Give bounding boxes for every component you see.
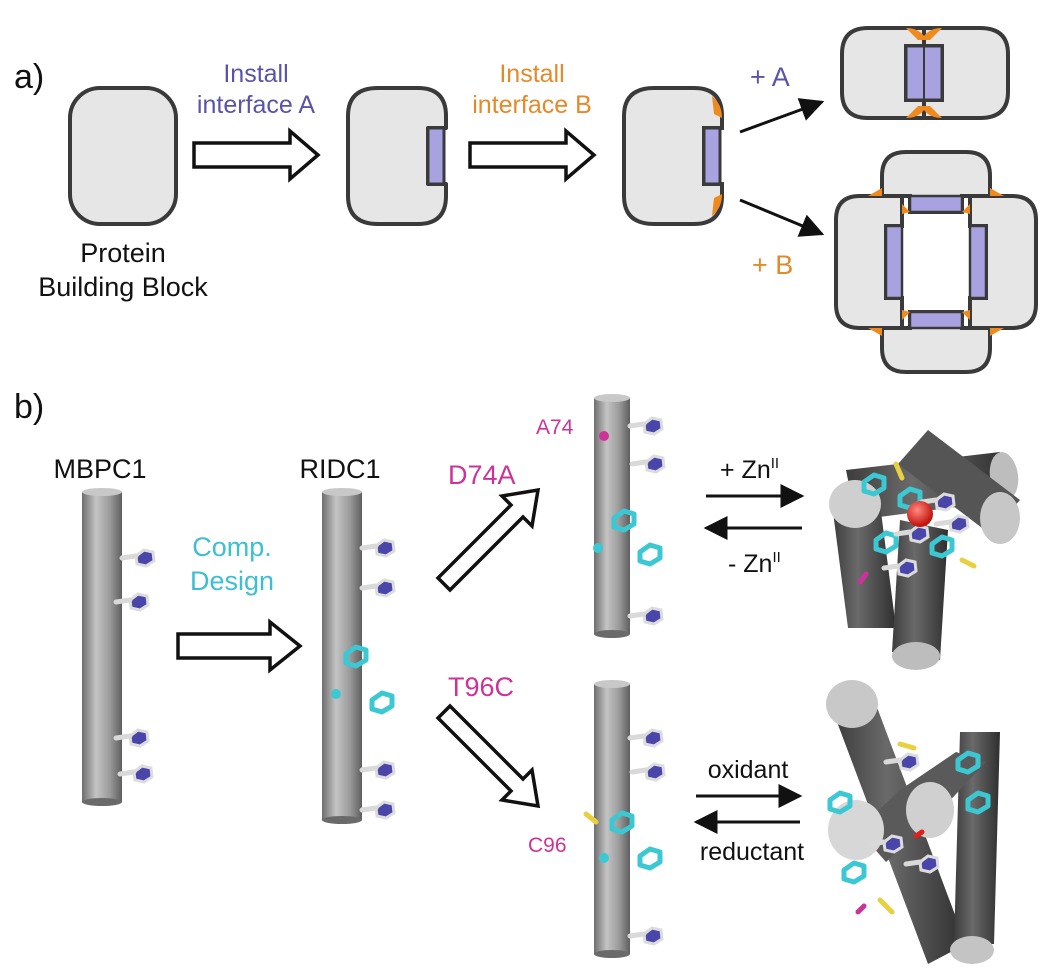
- zn-superscript: II: [771, 455, 779, 472]
- interface-b-patch: [906, 106, 942, 118]
- step1-label-line1: Install: [223, 60, 288, 88]
- block-with-interface-a: [346, 86, 448, 226]
- interface-a-patch: [426, 126, 446, 186]
- panel-b: b) MBPC1 Comp. Design RIDC1: [14, 388, 1020, 964]
- panel-a: a) Protein Building Block Install interf…: [14, 26, 1038, 374]
- panel-a-label: a): [14, 58, 44, 96]
- zinc-tetramer-bundle: [829, 430, 1020, 670]
- interface-b-patch: [712, 194, 722, 216]
- interface-b-patch: [990, 188, 1004, 196]
- panel-b-label: b): [14, 388, 44, 426]
- interface-b-patch: [902, 310, 910, 320]
- building-block-label-line2: Building Block: [38, 272, 208, 302]
- histidine-residue-icon: [632, 764, 664, 780]
- water-sphere: [331, 689, 341, 699]
- interface-b-patch: [962, 204, 970, 214]
- ridc1-helix: [322, 488, 394, 824]
- hollow-arrow-icon: [176, 618, 303, 674]
- step1-label-line2: interface A: [197, 91, 315, 119]
- interface-b-patch: [990, 328, 1004, 336]
- histidine-residue-icon: [630, 928, 662, 944]
- t96c-label: T96C: [448, 672, 514, 702]
- building-block-label-line1: Protein: [80, 238, 166, 268]
- cyan-residue-icon: [844, 863, 864, 882]
- interface-b-patch: [868, 188, 882, 196]
- histidine-residue-icon: [362, 540, 394, 556]
- cysteine-residue-icon: [583, 811, 599, 825]
- hollow-arrow-icon: [468, 127, 597, 183]
- zn-superscript: II: [772, 549, 780, 566]
- histidine-residue-icon: [362, 580, 394, 596]
- interface-a-patch: [884, 224, 904, 300]
- minus-zn-label: - ZnII: [728, 549, 781, 578]
- water-sphere: [599, 853, 609, 863]
- water-sphere: [593, 543, 603, 553]
- arrow-to-dimer: [739, 98, 825, 134]
- histidine-residue-icon: [362, 802, 394, 818]
- oxidant-label: oxidant: [708, 756, 789, 784]
- mbpc1-helix: [82, 488, 154, 806]
- interface-b-patch: [712, 96, 722, 118]
- histidine-residue-icon: [630, 418, 662, 434]
- interface-b-patch: [868, 328, 882, 336]
- protein-building-block: [68, 86, 178, 226]
- comp-design-line2: Design: [190, 566, 274, 596]
- cyan-residue-icon: [372, 693, 392, 712]
- ridc1-label: RIDC1: [299, 454, 380, 484]
- plus-b-label: + B: [752, 250, 793, 280]
- interface-b-patch: [906, 28, 942, 40]
- plus-zn-label: + ZnII: [720, 455, 779, 484]
- interface-a-patch: [908, 194, 964, 214]
- step2-label-line1: Install: [499, 60, 564, 88]
- minus-zn-text: - Zn: [728, 550, 772, 578]
- reductant-label: reductant: [700, 838, 804, 866]
- cyan-residue-icon: [640, 545, 660, 564]
- plus-zn-text: + Zn: [720, 456, 771, 484]
- hollow-arrow-icon: [192, 127, 321, 183]
- comp-design-line1: Comp.: [192, 532, 272, 562]
- histidine-residue-icon: [630, 608, 662, 624]
- histidine-residue-icon: [630, 730, 662, 746]
- interface-a-patch: [702, 126, 722, 186]
- histidine-residue-icon: [632, 456, 664, 472]
- histidine-residue-icon: [362, 762, 394, 778]
- d74a-label: D74A: [448, 460, 516, 490]
- plus-a-label: + A: [750, 62, 790, 92]
- histidine-residue-icon: [122, 550, 154, 566]
- hollow-arrow-icon: [435, 703, 541, 809]
- d74a-helix: [593, 394, 664, 638]
- interface-b-patch: [962, 310, 970, 320]
- interface-a-patch: [908, 310, 964, 330]
- tetramer-assembly: [834, 150, 1038, 374]
- cyan-residue-icon: [640, 849, 660, 868]
- disulfide-tetramer-bundle: [826, 680, 1000, 964]
- t96c-helix: [583, 680, 664, 958]
- dimer-assembly: [840, 26, 1010, 120]
- arrow-to-tetramer: [739, 198, 825, 237]
- interface-b-patch: [902, 204, 910, 214]
- histidine-residue-icon: [120, 766, 152, 782]
- step2-label-line2: interface B: [472, 91, 592, 119]
- zinc-ion: [907, 501, 933, 527]
- block-with-interfaces-a-b: [622, 86, 724, 226]
- mbpc1-label: MBPC1: [53, 454, 146, 484]
- hollow-arrow-icon: [435, 487, 541, 593]
- a74-marker: [599, 431, 609, 441]
- a74-label: A74: [536, 416, 574, 439]
- interface-a-patch: [968, 224, 988, 300]
- c96-label: C96: [528, 834, 567, 857]
